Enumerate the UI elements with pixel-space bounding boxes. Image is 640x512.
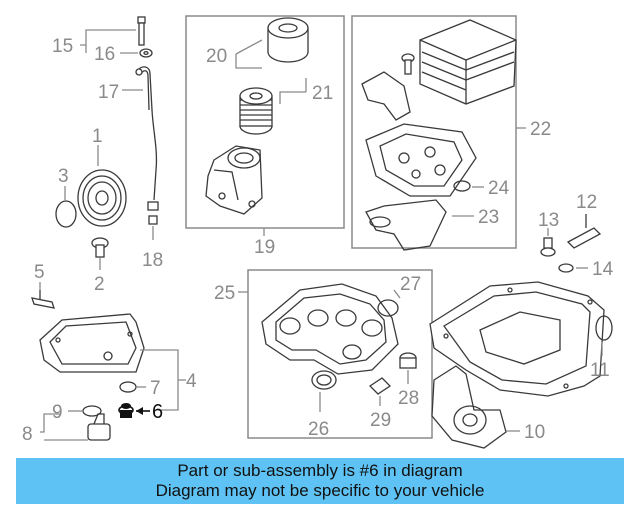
filter-cap-20 [267, 17, 309, 63]
callout-7: 7 [150, 378, 161, 399]
module-gasket-23 [365, 199, 447, 251]
seal-18 [147, 201, 159, 225]
callout-10: 10 [524, 422, 545, 443]
callout-27: 27 [400, 274, 421, 295]
upper-oil-pan-11 [429, 281, 613, 397]
callout-11: 11 [590, 360, 610, 381]
callout-16: 16 [94, 44, 115, 65]
callout-15: 15 [52, 36, 73, 57]
callout-2: 2 [94, 274, 105, 295]
gasket-26 [311, 370, 337, 390]
oil-pump-10 [431, 365, 507, 449]
sender-8 [87, 413, 111, 441]
sensor-5 [31, 290, 55, 309]
group-box-25 [247, 269, 433, 439]
intake-manifold [261, 283, 399, 375]
seal-28 [399, 352, 417, 369]
cooler-bolt [401, 53, 415, 75]
seal-27 [377, 299, 399, 317]
callout-29: 29 [370, 410, 391, 431]
o-ring-24 [453, 180, 471, 192]
banner-line-1: Part or sub-assembly is #6 in diagram [177, 461, 463, 480]
callout-26: 26 [308, 419, 329, 440]
bolt-15 [137, 16, 146, 46]
oil-module [365, 123, 477, 197]
callout-14: 14 [592, 259, 614, 280]
callout-21: 21 [312, 83, 333, 104]
callout-18: 18 [142, 250, 163, 271]
oil-pan-4 [39, 313, 145, 373]
callout-17: 17 [98, 82, 119, 103]
callout-8: 8 [22, 424, 33, 445]
oil-cooler [419, 19, 517, 105]
cover-29 [368, 377, 392, 395]
gasket-7 [119, 381, 137, 393]
info-banner: Part or sub-assembly is #6 in diagram Di… [16, 458, 624, 504]
small-ring-22a [369, 216, 391, 228]
bolt-2 [91, 237, 109, 258]
banner-line-2: Diagram may not be specific to your vehi… [155, 481, 485, 500]
cooler-gasket [361, 71, 411, 121]
callout-19: 19 [254, 237, 275, 258]
washer-16 [139, 48, 153, 58]
pulley-1 [77, 169, 127, 227]
drain-plug-6 [118, 403, 134, 418]
callout-1: 1 [92, 126, 103, 147]
callout-20: 20 [206, 46, 227, 67]
sensor-12 [566, 214, 602, 249]
callout-24: 24 [488, 178, 510, 199]
callout-5: 5 [34, 262, 45, 283]
dipstick-17 [135, 66, 158, 201]
filter-element-21 [239, 87, 273, 135]
group-box-19 [185, 15, 345, 229]
plug-13 [540, 237, 556, 257]
callout-28: 28 [398, 388, 419, 409]
callout-23: 23 [478, 207, 499, 228]
callout-25: 25 [214, 283, 235, 304]
callout-3: 3 [58, 166, 69, 187]
callout-4: 4 [186, 371, 197, 392]
callout-12: 12 [576, 192, 597, 213]
parts-diagram: 1 2 3 4 5 6 7 8 9 10 11 12 13 14 15 16 1… [22, 15, 614, 449]
callout-22: 22 [530, 119, 551, 140]
callout-6: 6 [152, 401, 163, 423]
callout-13: 13 [538, 210, 559, 231]
callout-9: 9 [52, 402, 63, 423]
ring-14 [558, 263, 574, 273]
ring-3 [55, 200, 77, 228]
group-box-22 [351, 15, 517, 249]
seal-9 [82, 405, 102, 417]
filter-housing [205, 145, 263, 215]
